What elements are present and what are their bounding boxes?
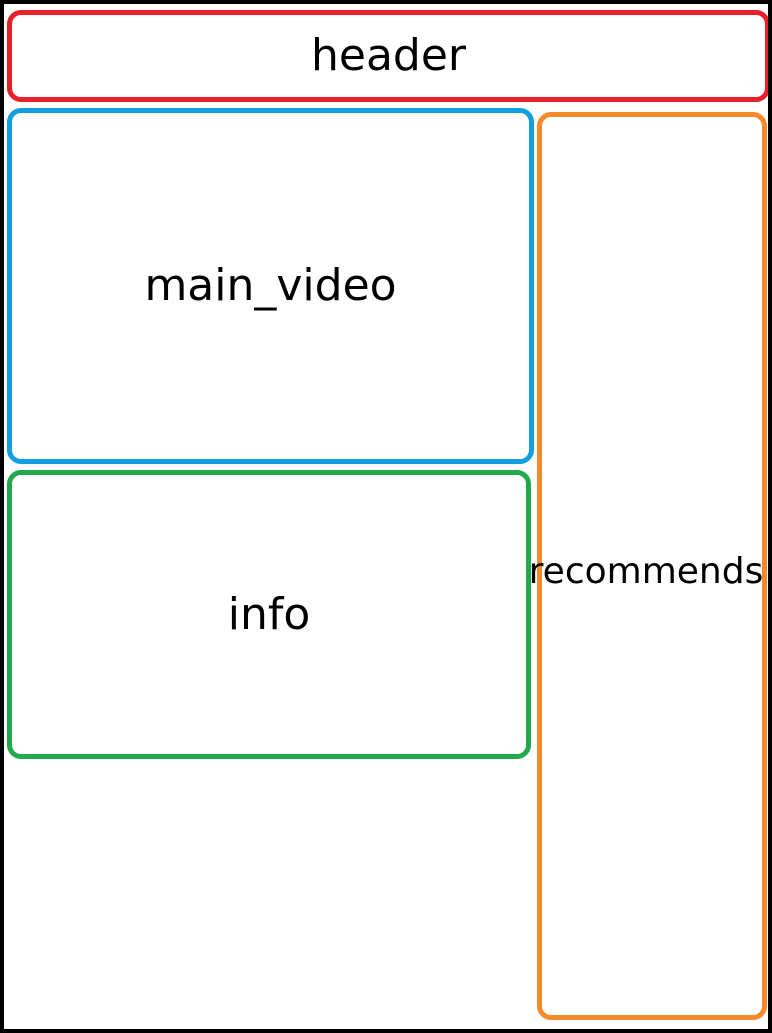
recommends-region: recommends xyxy=(529,112,767,1020)
info-label: info xyxy=(227,588,311,640)
header-label: header xyxy=(310,30,466,81)
info-region: info xyxy=(7,470,531,759)
header-region: header xyxy=(7,10,768,102)
main-video-label: main_video xyxy=(144,260,397,311)
main-video-region: main_video xyxy=(7,108,534,464)
recommends-label: recommends xyxy=(528,551,764,592)
